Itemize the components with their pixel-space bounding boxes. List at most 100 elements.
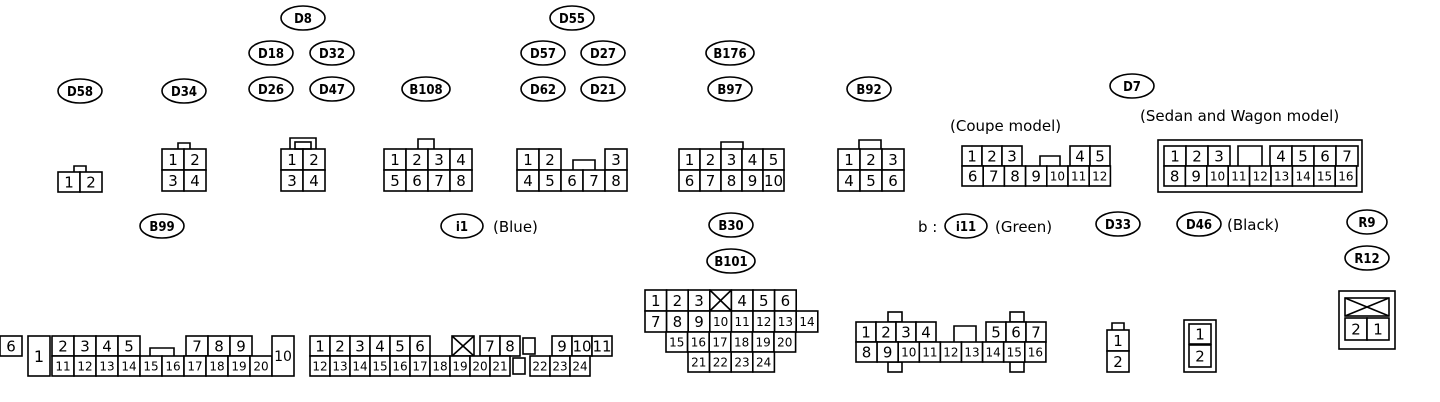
pin-number: 4 xyxy=(921,323,931,341)
tag-i11: i11 xyxy=(944,213,988,239)
pin-number: 1 xyxy=(1170,147,1180,165)
pin-cell xyxy=(591,335,613,357)
tag-r12: R12 xyxy=(1344,245,1390,271)
pin-number: 16 xyxy=(392,359,407,373)
pin-number: 10 xyxy=(713,315,728,329)
pin-number: 4 xyxy=(737,292,747,310)
svg-text:D47: D47 xyxy=(319,83,345,98)
pin-number: 13 xyxy=(99,359,114,373)
pin-number: 6 xyxy=(781,292,791,310)
pin-number: 18 xyxy=(734,335,749,349)
connector-latch xyxy=(289,137,317,149)
pin-cell xyxy=(271,335,295,377)
pin-number: 1 xyxy=(861,323,871,341)
pin-number: 13 xyxy=(964,345,979,359)
tag-b101: B101 xyxy=(706,248,756,274)
pin-number: 20 xyxy=(472,359,487,373)
pin-number: 2 xyxy=(881,323,891,341)
tag-d26: D26 xyxy=(248,76,294,102)
pin-number: 9 xyxy=(748,172,758,190)
pin-cell xyxy=(881,169,905,192)
label-sedan-wagon-model: (Sedan and Wagon model) xyxy=(1140,107,1339,125)
pin-number: 14 xyxy=(352,359,367,373)
svg-text:D8: D8 xyxy=(294,12,312,27)
tag-r9: R9 xyxy=(1346,209,1388,235)
pin-number: 15 xyxy=(372,359,387,373)
pin-number: 4 xyxy=(456,151,466,169)
label-black: (Black) xyxy=(1227,216,1279,234)
tag-b92: B92 xyxy=(846,76,892,102)
pin-number: 10 xyxy=(572,337,591,355)
pin-cell xyxy=(489,355,511,377)
pin-number: 3 xyxy=(168,172,178,190)
pin-number: 2 xyxy=(545,151,555,169)
svg-text:R9: R9 xyxy=(1358,216,1375,231)
pin-number: 2 xyxy=(673,292,683,310)
pin-number: 6 xyxy=(1011,323,1021,341)
pin-number: 2 xyxy=(866,151,876,169)
pin-number: 2 xyxy=(335,337,345,355)
pin-number: 7 xyxy=(1031,323,1041,341)
pin-number: 10 xyxy=(1050,169,1065,183)
svg-text:D57: D57 xyxy=(530,47,556,62)
pin-number: 9 xyxy=(236,337,246,355)
blank-pin-cross xyxy=(709,289,732,312)
pin-number: 6 xyxy=(412,172,422,190)
pin-number: 16 xyxy=(1028,345,1043,359)
tag-d32: D32 xyxy=(309,40,355,66)
pin-number: 7 xyxy=(706,172,716,190)
pin-number: 1 xyxy=(287,151,297,169)
pin-number: 8 xyxy=(611,172,621,190)
tag-d33: D33 xyxy=(1095,211,1141,237)
pin-number: 19 xyxy=(231,359,246,373)
pin-number: 8 xyxy=(1010,167,1020,185)
pin-number: 1 xyxy=(390,151,400,169)
pin-cell xyxy=(762,169,785,192)
svg-text:B92: B92 xyxy=(856,83,881,98)
pin-number: 5 xyxy=(759,292,769,310)
pin-number: 2 xyxy=(58,337,68,355)
pin-number: 15 xyxy=(1007,345,1022,359)
tag-d55: D55 xyxy=(549,5,595,31)
pin-number: 7 xyxy=(651,313,661,331)
pin-cell xyxy=(1334,165,1358,187)
pin-number: 6 xyxy=(968,167,978,185)
tag-d21: D21 xyxy=(580,76,626,102)
connector-2pin-d33: 12 xyxy=(1106,322,1130,373)
pin-number: 7 xyxy=(434,172,444,190)
pin-number: 5 xyxy=(1298,147,1308,165)
label-blue: (Blue) xyxy=(493,218,538,236)
pin-cell xyxy=(449,169,473,192)
pin-number: 6 xyxy=(6,337,16,355)
pin-number: 15 xyxy=(143,359,158,373)
pin-cell xyxy=(1024,341,1047,363)
pin-number: 2 xyxy=(412,151,422,169)
pin-number: 9 xyxy=(1031,167,1041,185)
label-green: (Green) xyxy=(995,218,1052,236)
svg-text:D34: D34 xyxy=(171,85,197,100)
connector-latch xyxy=(887,361,903,373)
pin-number: 4 xyxy=(1075,147,1085,165)
pin-number: 10 xyxy=(901,345,916,359)
pin-number: 5 xyxy=(1095,147,1105,165)
pin-number: 1 xyxy=(168,151,178,169)
pin-number: 24 xyxy=(756,355,771,369)
svg-text:D27: D27 xyxy=(590,47,616,62)
pin-number: 8 xyxy=(1170,167,1180,185)
pin-number: 13 xyxy=(1274,169,1289,183)
svg-text:D26: D26 xyxy=(258,83,284,98)
pin-number: 2 xyxy=(1195,347,1205,365)
pin-number: 3 xyxy=(1214,147,1224,165)
pin-number: 17 xyxy=(712,335,727,349)
blank-pin-cross xyxy=(451,335,475,357)
pin-number: 5 xyxy=(124,337,134,355)
